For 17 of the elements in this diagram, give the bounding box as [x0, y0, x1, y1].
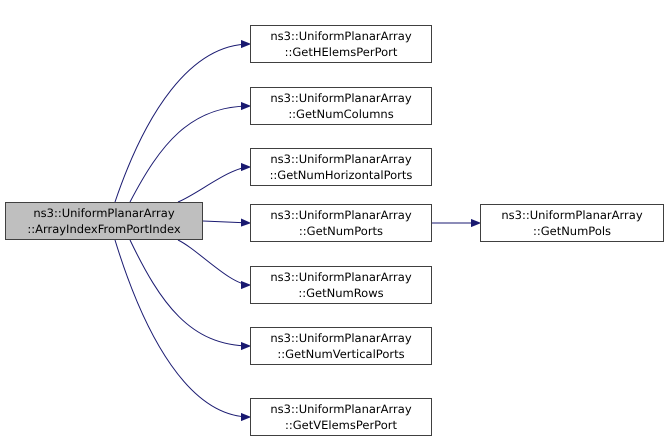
function-box: ns3::UniformPlanarArray ::GetVElemsPerPort — [250, 398, 432, 436]
arrow — [178, 240, 250, 288]
function-box: ns3::UniformPlanarArray ::GetNumPols — [480, 204, 664, 242]
function-box: ns3::UniformPlanarArray ::GetNumColumns — [250, 87, 432, 125]
arrow — [130, 102, 250, 202]
arrow — [130, 240, 250, 350]
arrow — [432, 218, 480, 228]
function-box: ns3::UniformPlanarArray ::GetNumRows — [250, 266, 432, 304]
arrow — [114, 40, 250, 202]
function-box: ns3::UniformPlanarArray ::GetNumHorizontalPorts — [250, 148, 432, 186]
arrow — [178, 164, 250, 202]
arrow — [202, 218, 250, 227]
function-box: ns3::UniformPlanarArray ::GetNumVerticalPorts — [250, 327, 432, 365]
function-box: ns3::UniformPlanarArray ::ArrayIndexFromPortIndex — [5, 202, 203, 240]
arrow — [114, 240, 250, 420]
function-box: ns3::UniformPlanarArray ::GetNumPorts — [250, 204, 432, 242]
function-box: ns3::UniformPlanarArray ::GetHElemsPerPort — [250, 25, 432, 63]
